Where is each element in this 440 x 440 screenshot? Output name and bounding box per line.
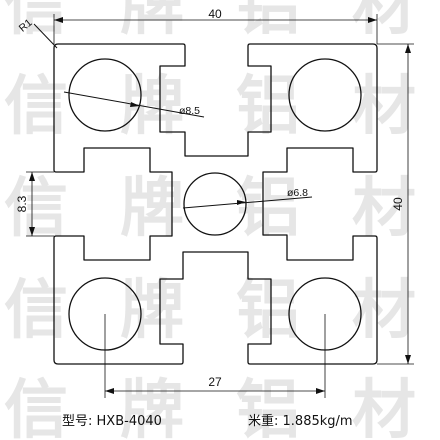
profile-outline — [53, 43, 378, 365]
watermark-char: 铝 — [236, 0, 300, 44]
model-value: HXB-4040 — [96, 414, 162, 429]
big-hole-arrow — [130, 102, 140, 107]
watermark-char: 信 — [4, 274, 68, 348]
radius-leader — [33, 23, 58, 49]
center-hole — [183, 172, 247, 236]
watermark-char: 信 — [4, 0, 68, 44]
bottom-dimension — [104, 314, 326, 398]
weight-label: 米重: — [248, 414, 279, 429]
height-label: 40 — [391, 197, 405, 211]
weight-caption: 米重: 1.885kg/m — [248, 410, 353, 429]
watermark-char: 牌 — [120, 0, 184, 44]
width-label: 40 — [208, 7, 222, 21]
top-left-hole — [68, 58, 142, 132]
watermark-char: 信 — [4, 374, 68, 440]
watermark-char: 材 — [352, 0, 416, 44]
center-hole-label: ø6.8 — [287, 187, 308, 199]
span-label: 27 — [208, 375, 222, 389]
top-right-hole — [288, 58, 362, 132]
model-label: 型号: — [62, 414, 93, 429]
watermark-char: 信 — [4, 172, 68, 246]
watermark-char: 牌 — [120, 274, 184, 348]
weight-value: 1.885kg/m — [282, 414, 353, 429]
big-hole-label: ø8.5 — [179, 105, 200, 117]
top-dimension — [53, 14, 378, 44]
watermark-char: 材 — [352, 374, 416, 440]
watermark-char: 材 — [352, 172, 416, 246]
watermark-char: 材 — [352, 274, 416, 348]
watermark-char: 牌 — [120, 374, 184, 440]
watermark-char: 铝 — [236, 172, 300, 246]
watermark-char: 牌 — [120, 172, 184, 246]
center-hole-arrow — [237, 200, 246, 205]
center-hole-leader — [182, 196, 313, 209]
left-dimension — [26, 171, 54, 237]
model-caption: 型号: HXB-4040 — [62, 410, 162, 429]
watermark-char: 牌 — [120, 70, 184, 144]
slot-label: 8.3 — [15, 195, 29, 212]
right-dimension — [377, 43, 414, 365]
watermark: 信 牌 铝 材 信 牌 铝 材 信 牌 铝 材 信 牌 铝 材 信 牌 铝 材 — [4, 0, 416, 440]
watermark-char: 铝 — [236, 274, 300, 348]
watermark-char: 铝 — [236, 374, 300, 440]
watermark-char: 信 — [4, 70, 68, 144]
watermark-char: 材 — [352, 70, 416, 144]
